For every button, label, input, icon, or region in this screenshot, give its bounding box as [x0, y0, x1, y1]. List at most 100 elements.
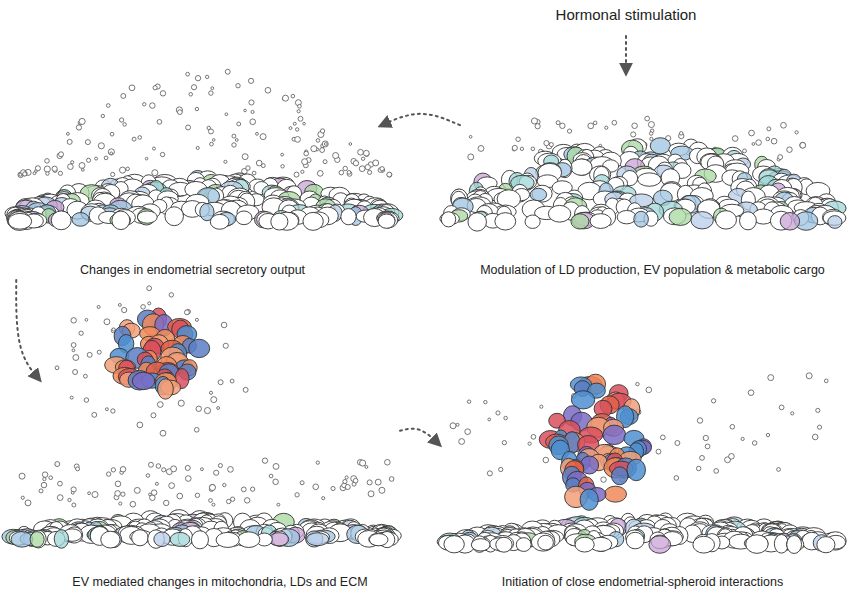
vesicle-dot — [59, 152, 64, 157]
vesicle-dot — [674, 476, 679, 481]
cell-shape — [580, 489, 598, 510]
vesicle-dot — [76, 125, 81, 130]
vesicle-dot — [703, 435, 708, 440]
vesicle-dot — [636, 382, 639, 385]
vesicle-dot — [97, 305, 100, 308]
embryo-spheroid — [539, 374, 651, 510]
vesicle-dot — [162, 468, 166, 472]
cell-shape — [132, 372, 155, 389]
cell-shape — [238, 532, 260, 548]
cell-shape — [693, 536, 715, 553]
vesicle-dot — [767, 127, 771, 131]
vesicle-dot — [73, 355, 79, 361]
vesicle-dot — [269, 474, 273, 478]
vesicle-dot — [379, 487, 385, 493]
vesicle-dot — [656, 449, 661, 454]
vesicle-dot — [160, 91, 165, 96]
stage-caption: Changes in endometrial secretory output — [5, 263, 380, 278]
vesicle-dot — [210, 142, 214, 146]
vesicle-dot — [778, 155, 783, 160]
vesicle-dot — [171, 466, 177, 472]
vesicle-dot — [204, 407, 210, 413]
stimulus-label: Hormonal stimulation — [556, 6, 697, 23]
vesicle-dot — [33, 172, 36, 175]
vesicle-dot — [209, 391, 212, 394]
vesicle-dot — [567, 129, 571, 133]
vesicle-dot — [44, 166, 50, 172]
vesicle-dot — [153, 86, 157, 90]
vesicle-dot — [236, 83, 240, 87]
vesicle-dot — [119, 502, 122, 505]
vesicle-dot — [631, 132, 636, 137]
vesicle-dot — [679, 132, 683, 136]
vesicle-dot — [225, 113, 228, 116]
vesicle-dot — [57, 495, 63, 501]
vesicle-dot — [178, 400, 184, 406]
vesicle-dot — [146, 474, 150, 478]
cell-shape — [650, 138, 670, 154]
vesicle-dot — [465, 429, 471, 435]
endometrial-layer — [2, 510, 401, 549]
vesicle-dot — [160, 152, 164, 156]
vesicle-dot — [49, 476, 53, 480]
vesicle-dot — [55, 366, 59, 370]
flow-arrow — [380, 114, 460, 126]
vesicle-dot — [108, 149, 114, 155]
vesicle-dot — [232, 143, 236, 147]
vesicle-dot — [800, 142, 806, 148]
vesicle-dot — [459, 439, 465, 445]
vesicle-dot — [251, 110, 254, 113]
vesicle-dot — [317, 170, 323, 176]
vesicle-dot — [106, 104, 110, 108]
vesicle-dot — [612, 120, 617, 125]
vesicle-dot — [232, 134, 236, 138]
stage-panel: Modulation of LD production, EV populati… — [460, 100, 845, 280]
vesicle-dot — [42, 472, 48, 478]
vesicle-dot — [260, 134, 266, 140]
vesicle-dot — [87, 352, 92, 357]
cell-shape — [191, 531, 208, 549]
vesicle-dot — [331, 486, 335, 490]
vesicle-dot — [121, 492, 125, 496]
vesicle-dot — [333, 153, 339, 159]
cell-shape — [8, 213, 31, 229]
vesicle-dot — [186, 125, 191, 130]
cell-shape — [740, 212, 757, 230]
cell-shape — [378, 212, 397, 228]
cell-shape — [236, 211, 252, 225]
cell-shape — [72, 213, 89, 227]
flow-arrow — [400, 429, 440, 446]
vesicle-dot — [812, 434, 818, 440]
vesicle-dot — [777, 468, 781, 472]
cell-shape — [649, 536, 671, 553]
vesicle-dot — [196, 406, 201, 411]
vesicle-dot — [23, 172, 27, 176]
cell-shape — [780, 213, 799, 231]
vesicle-dot — [241, 487, 246, 492]
vesicle-dot — [361, 157, 364, 160]
stage-panel: EV mediated changes in mitochondria, LDs… — [40, 340, 400, 592]
vesicle-dot — [711, 399, 715, 403]
vesicle-dot — [316, 139, 320, 143]
cell-shape — [627, 459, 646, 481]
vesicle-dot — [169, 483, 175, 489]
vesicle-dot — [697, 418, 702, 423]
vesicle-dot — [387, 172, 392, 177]
vesicle-dot — [347, 171, 351, 175]
cell-shape — [603, 425, 626, 444]
vesicle-dot — [512, 145, 517, 150]
vesicle-dot — [243, 387, 248, 392]
vesicle-dot — [250, 119, 256, 125]
cell-shape — [132, 530, 149, 546]
extracellular-vesicles — [450, 373, 828, 483]
vesicle-dot — [111, 409, 115, 413]
vesicle-dot — [184, 310, 189, 315]
vesicle-dot — [768, 375, 774, 381]
vesicle-dot — [353, 161, 358, 166]
vesicle-dot — [25, 500, 31, 506]
cell-shape — [30, 532, 44, 548]
vesicle-dot — [358, 149, 364, 155]
vesicle-dot — [138, 136, 142, 140]
vesicle-dot — [92, 412, 97, 417]
